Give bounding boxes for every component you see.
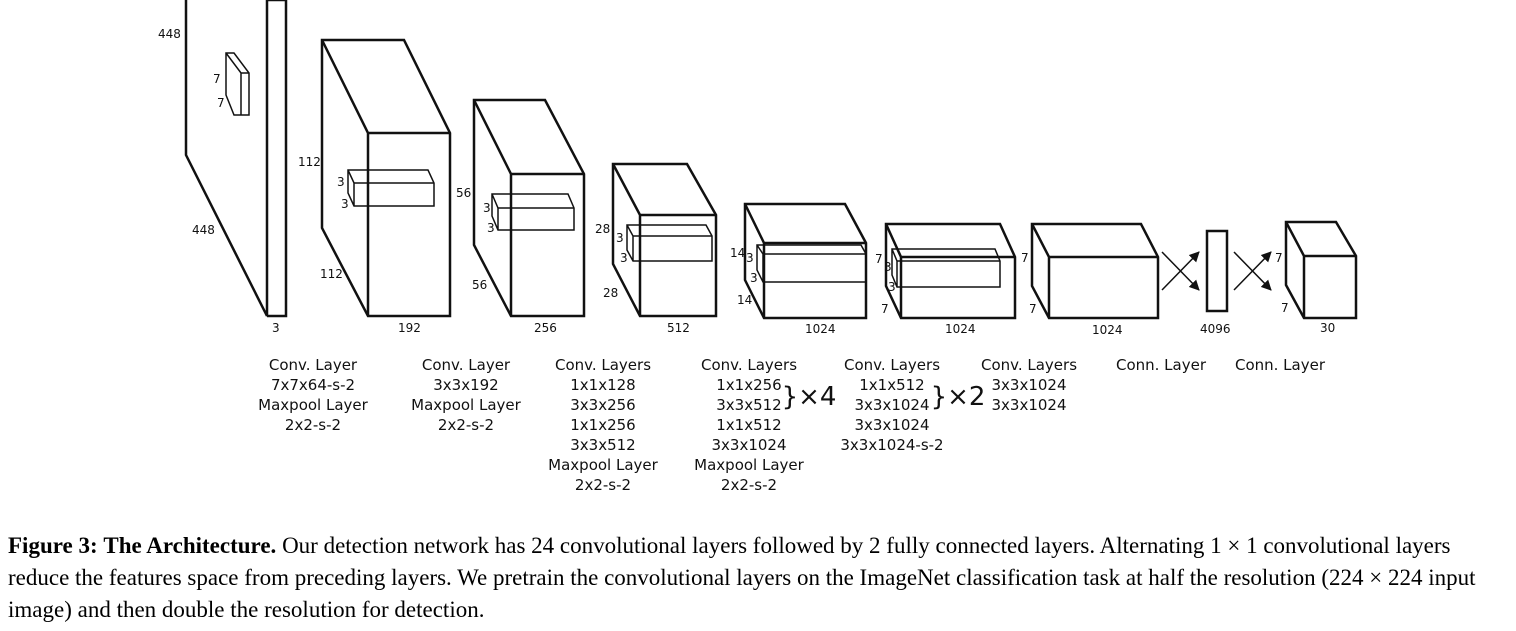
block5-bottom-dim: 1024 (945, 322, 976, 336)
block6-side-dim: 7 (1029, 302, 1037, 316)
block0-side-dim: 448 (192, 223, 215, 237)
conv-block-7: 7 7 1024 3 3 (875, 222, 1017, 336)
block2-kernel-w: 3 (487, 221, 495, 235)
layer-label-6: Conn. Layer (1116, 356, 1207, 374)
label-line: 3x3x512 (570, 436, 635, 454)
layer-label-5: Conv. Layers 3x3x1024 3x3x1024 (981, 356, 1077, 414)
layer-label-2: Conv. Layers 1x1x128 3x3x256 1x1x256 3x3… (548, 356, 658, 494)
label-line: 2x2-s-2 (438, 416, 494, 434)
label-line: 3x3x1024 (991, 376, 1066, 394)
label-line: 1x1x256 (570, 416, 635, 434)
block3-side-dim: 28 (603, 286, 618, 300)
label-line: Maxpool Layer (258, 396, 368, 414)
repeat-x2-brace: }×2 (931, 382, 986, 412)
layer-label-8: Conn. Layer (1235, 356, 1326, 374)
layer-label-1: Conv. Layer 3x3x192 Maxpool Layer 2x2-s-… (411, 356, 521, 434)
block4-kernel-w: 3 (750, 271, 758, 285)
caption-title: The Architecture. (103, 533, 277, 558)
label-line: 7x7x64-s-2 (271, 376, 355, 394)
label-line: Conv. Layers (701, 356, 797, 374)
block2-bottom-dim: 256 (534, 321, 557, 335)
label-line: Conv. Layer (422, 356, 511, 374)
input-layer-block: 448 448 3 7 7 (158, 0, 288, 335)
block5-top-dim: 7 (875, 252, 883, 266)
layer-label-0: Conv. Layer 7x7x64-s-2 Maxpool Layer 2x2… (258, 356, 368, 434)
label-line: 1x1x512 (716, 416, 781, 434)
label-line: 1x1x128 (570, 376, 635, 394)
block4-bottom-dim: 1024 (805, 322, 836, 336)
layer-label-4: Conv. Layers 1x1x512 3x3x1024 3x3x1024 3… (840, 356, 985, 454)
label-line: 3x3x1024 (854, 396, 929, 414)
label-line: 2x2-s-2 (721, 476, 777, 494)
block3-top-dim: 28 (595, 222, 610, 236)
block4-kernel-h: 3 (746, 251, 754, 265)
figure-caption: Figure 3: The Architecture. Our detectio… (8, 530, 1512, 626)
label-line: 3x3x1024-s-2 (840, 436, 943, 454)
label-line: Conv. Layer (269, 356, 358, 374)
block1-top-dim: 112 (298, 155, 321, 169)
label-line: Conv. Layers (981, 356, 1077, 374)
block1-side-dim: 112 (320, 267, 343, 281)
conv-block-7b: 7 7 1024 (1021, 222, 1160, 337)
block0-kernel-w: 7 (217, 96, 225, 110)
conv-block-14: 14 14 1024 3 3 (730, 202, 868, 336)
label-line: 3x3x1024 (711, 436, 786, 454)
block2-side-dim: 56 (472, 278, 487, 292)
block0-kernel-h: 7 (213, 72, 221, 86)
block3-kernel-w: 3 (620, 251, 628, 265)
conv-block-28: 28 28 512 3 3 (595, 162, 718, 335)
conv-block-112: 112 112 192 3 3 (298, 38, 452, 335)
block2-kernel-h: 3 (483, 201, 491, 215)
block8-side-dim: 7 (1281, 301, 1289, 315)
label-line: 1x1x512 (859, 376, 924, 394)
block4-top-dim: 14 (730, 246, 745, 260)
architecture-diagram: 448 448 3 7 7 112 112 192 3 3 56 56 256 … (158, 0, 1358, 494)
conv-block-56: 56 56 256 3 3 (456, 98, 586, 335)
label-line: Conn. Layer (1116, 356, 1207, 374)
label-line: Maxpool Layer (411, 396, 521, 414)
block5-kernel-h: 3 (884, 260, 892, 274)
label-line: Maxpool Layer (548, 456, 658, 474)
label-line: Conv. Layers (844, 356, 940, 374)
label-line: Maxpool Layer (694, 456, 804, 474)
block0-top-dim: 448 (158, 27, 181, 41)
fc-connection-arrows-1 (1161, 251, 1200, 291)
output-block: 7 7 30 (1275, 220, 1358, 335)
block5-side-dim: 7 (881, 302, 889, 316)
block1-kernel-h: 3 (337, 175, 345, 189)
block6-bottom-dim: 1024 (1092, 323, 1123, 337)
caption-text: Our detection network has 24 convolution… (8, 533, 1476, 622)
block5-kernel-w: 3 (888, 280, 896, 294)
block8-bottom-dim: 30 (1320, 321, 1335, 335)
fc-connection-arrows-2 (1233, 251, 1272, 291)
block6-top-dim: 7 (1021, 251, 1029, 265)
label-line: 2x2-s-2 (575, 476, 631, 494)
block7-bottom-dim: 4096 (1200, 322, 1231, 336)
label-line: 2x2-s-2 (285, 416, 341, 434)
label-line: 3x3x512 (716, 396, 781, 414)
block4-side-dim: 14 (737, 293, 752, 307)
block8-top-dim: 7 (1275, 251, 1283, 265)
label-line: Conv. Layers (555, 356, 651, 374)
label-line: 3x3x1024 (854, 416, 929, 434)
block1-bottom-dim: 192 (398, 321, 421, 335)
block1-kernel-w: 3 (341, 197, 349, 211)
label-line: 3x3x256 (570, 396, 635, 414)
block3-kernel-h: 3 (616, 231, 624, 245)
block0-bottom-dim: 3 (272, 321, 280, 335)
fc-vector-4096: 4096 (1200, 229, 1231, 336)
label-line: Conn. Layer (1235, 356, 1326, 374)
block2-top-dim: 56 (456, 186, 471, 200)
label-line: 3x3x1024 (991, 396, 1066, 414)
figure-label: Figure 3: (8, 533, 98, 558)
block3-bottom-dim: 512 (667, 321, 690, 335)
label-line: 3x3x192 (433, 376, 498, 394)
repeat-x4-brace: }×4 (782, 382, 837, 412)
label-line: 1x1x256 (716, 376, 781, 394)
layer-label-3: Conv. Layers 1x1x256 3x3x512 1x1x512 3x3… (694, 356, 836, 494)
